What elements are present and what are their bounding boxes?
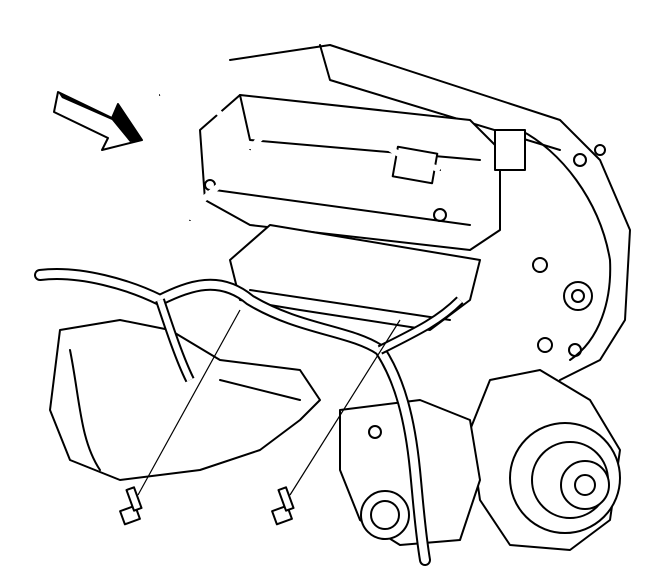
harness-bolt-right bbox=[271, 319, 401, 526]
engine-block bbox=[229, 44, 631, 381]
valve-cover bbox=[199, 94, 526, 251]
wiring-harness bbox=[34, 90, 464, 566]
alternator bbox=[469, 369, 621, 551]
harness-bolt-left bbox=[119, 309, 241, 526]
exhaust-manifold bbox=[49, 319, 321, 481]
direction-arrow bbox=[53, 91, 143, 151]
